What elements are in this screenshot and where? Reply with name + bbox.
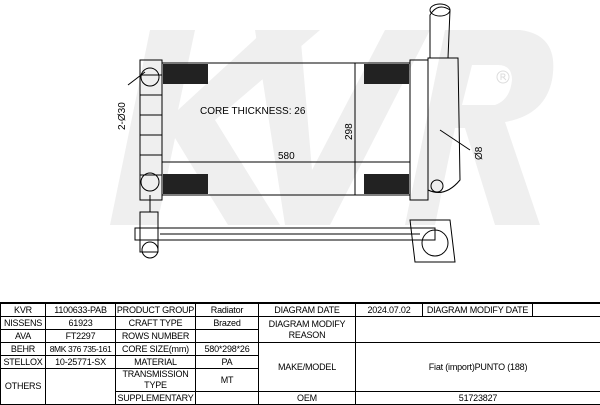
supplementary-value <box>196 392 259 405</box>
product-group-label: PRODUCT GROUP <box>116 304 196 317</box>
transmission-type-value: MT <box>196 369 259 392</box>
pipe-dimension: Ø8 <box>474 146 485 160</box>
oem-label: OEM <box>259 392 356 405</box>
registered-mark <box>497 71 509 83</box>
others-value <box>46 369 116 405</box>
height-dimension: 298 <box>344 123 355 140</box>
material-value: PA <box>196 356 259 369</box>
stellox-value: 10-25771-SX <box>46 356 116 369</box>
diagram-modify-reason-value <box>356 317 600 343</box>
make-model-value: Fiat (import)PUNTO (188) <box>356 343 600 392</box>
diagram-date-label: DIAGRAM DATE <box>259 304 356 317</box>
ava-value: FT2297 <box>46 330 116 343</box>
core-size-value: 580*298*26 <box>196 343 259 356</box>
behr-label: BEHR <box>1 343 46 356</box>
core-size-label: CORE SIZE(mm) <box>116 343 196 356</box>
nissens-label: NISSENS <box>1 317 46 330</box>
width-dimension: 580 <box>278 151 295 162</box>
watermark-logo <box>110 30 553 225</box>
diagram-modify-date-value <box>533 304 600 317</box>
kvr-label: KVR <box>1 304 46 317</box>
transmission-type-label: TRANSMISSION TYPE <box>116 369 196 392</box>
others-label: OTHERS <box>1 369 46 405</box>
diagram-date-value: 2024.07.02 <box>356 304 423 317</box>
nissens-value: 61923 <box>46 317 116 330</box>
stellox-label: STELLOX <box>1 356 46 369</box>
rows-number-value <box>196 330 259 343</box>
product-group-value: Radiator <box>196 304 259 317</box>
diagram-modify-reason-label: DIAGRAM MODIFY REASON <box>259 317 356 343</box>
diagram-modify-date-label: DIAGRAM MODIFY DATE <box>423 304 533 317</box>
kvr-value: 1100633-PAB <box>46 304 116 317</box>
make-model-label: MAKE/MODEL <box>259 343 356 392</box>
rows-number-label: ROWS NUMBER <box>116 330 196 343</box>
supplementary-label: SUPPLEMENTARY <box>116 392 196 405</box>
hole-dimension: 2-Ø30 <box>117 102 128 130</box>
core-thickness-label: CORE THICKNESS: 26 <box>200 106 306 117</box>
ava-label: AVA <box>1 330 46 343</box>
behr-value: 8MK 376 735-161 <box>46 343 116 356</box>
spec-table: KVR 1100633-PAB PRODUCT GROUP Radiator D… <box>0 303 600 405</box>
oem-value: 51723827 <box>356 392 600 405</box>
material-label: MATERIAL <box>116 356 196 369</box>
craft-type-label: CRAFT TYPE <box>116 317 196 330</box>
radiator-technical-drawing: CORE THICKNESS: 26 580 298 2-Ø30 Ø8 <box>0 0 600 302</box>
craft-type-value: Brazed <box>196 317 259 330</box>
